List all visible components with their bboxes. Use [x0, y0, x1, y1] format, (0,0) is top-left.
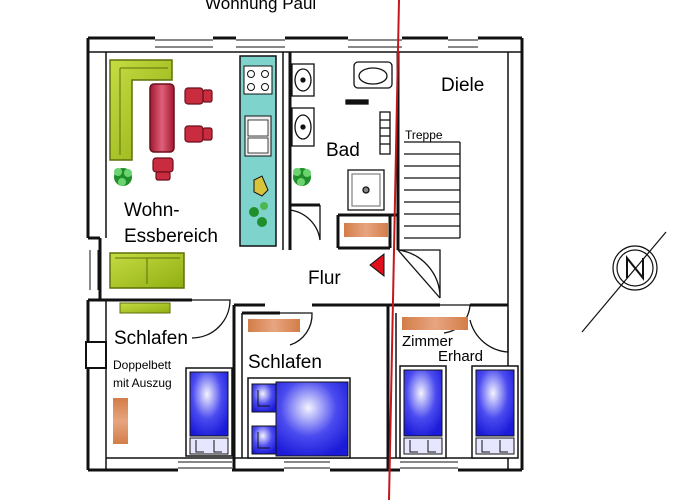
staircase — [404, 141, 461, 239]
side-rug — [113, 398, 128, 444]
room-label-schlafen-mid: Schlafen — [248, 352, 322, 373]
zimmer-rug — [402, 317, 468, 330]
room-label-bad: Bad — [326, 140, 360, 161]
room-label-wohn: Wohn- — [124, 200, 180, 221]
windows — [85, 39, 478, 469]
room-label-diele: Diele — [441, 75, 485, 96]
single-bed — [399, 365, 447, 459]
room-label-essbereich: Essbereich — [124, 226, 218, 247]
single-bed — [471, 365, 519, 459]
dining-table — [149, 83, 175, 153]
l-shaped-sofa — [109, 59, 173, 161]
double-bed — [247, 377, 351, 459]
plant-icon — [293, 168, 311, 186]
label-treppe: Treppe — [405, 128, 443, 142]
bench — [119, 302, 171, 314]
entrance-arrow-icon — [369, 252, 385, 278]
room-label-zimmer: Zimmer — [402, 333, 453, 350]
plant-icon — [114, 168, 132, 186]
north-arrow-icon — [581, 231, 667, 333]
outer-walls — [86, 36, 524, 472]
label-doppelbett: Doppelbett — [113, 358, 172, 372]
bath-rug — [344, 223, 388, 237]
label-mit-auszug: mit Auszug — [113, 376, 172, 390]
plan-title: Wohnung Paul — [205, 0, 317, 13]
single-bed — [185, 367, 233, 457]
room-label-schlafen-left: Schlafen — [114, 328, 188, 349]
room-label-flur: Flur — [308, 268, 341, 289]
dining-chairs — [152, 87, 213, 181]
section-line — [388, 0, 400, 500]
room-label-erhard: Erhard — [438, 348, 484, 365]
bathroom-fixtures — [291, 61, 393, 211]
sofa — [109, 252, 185, 289]
kitchen-counter — [239, 55, 277, 247]
bedroom-rug — [248, 319, 300, 332]
doors — [191, 205, 509, 353]
